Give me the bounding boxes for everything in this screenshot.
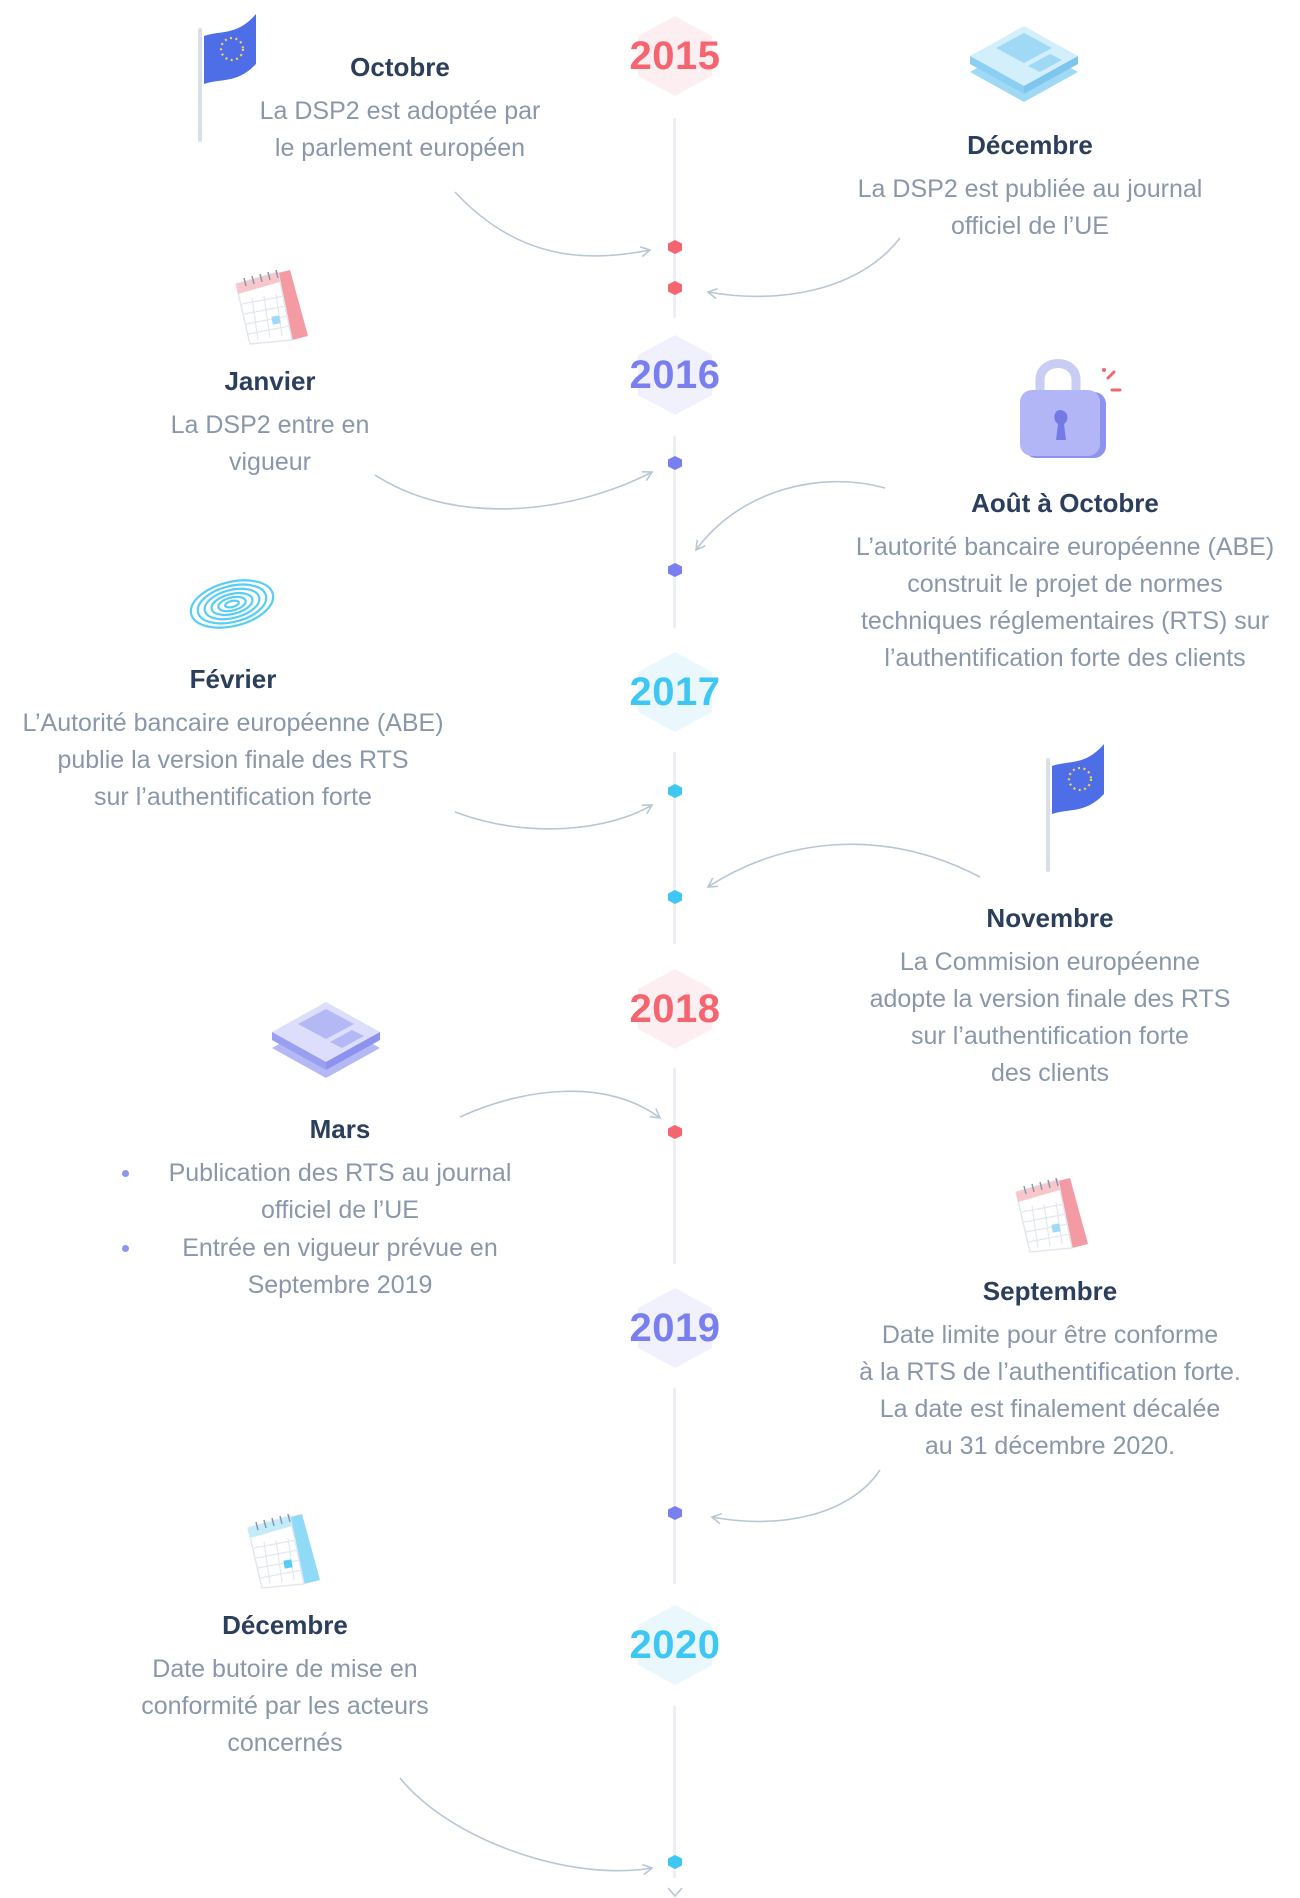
calendar-icon — [1015, 1177, 1088, 1253]
event-description: La DSP2 est publiée au journal officiel … — [857, 175, 1203, 240]
arrow-octobre-2015 — [454, 191, 652, 258]
event-month: Mars — [309, 1114, 371, 1144]
event-novembre-2017: Novembre La Commision européenne adopte … — [840, 903, 1260, 1092]
event-description: La DSP2 est adoptée par le parlement eur… — [259, 97, 541, 162]
arrow-decembre-2015 — [706, 237, 901, 300]
arrow-decembre-2020 — [399, 1777, 654, 1876]
year-label: 2019 — [629, 1306, 721, 1350]
event-month: Novembre — [986, 903, 1114, 933]
year-badge-2018: 2018 — [605, 967, 745, 1051]
list-item: Entrée en vigueur prévue en Septembre 20… — [122, 1230, 530, 1304]
list-item: Publication des RTS au journal officiel … — [122, 1155, 530, 1229]
event-month: Février — [189, 664, 277, 694]
year-label: 2015 — [629, 34, 721, 78]
event-octobre-2015: Octobre La DSP2 est adoptée par le parle… — [200, 52, 600, 167]
timeline-dot — [668, 784, 682, 798]
year-label: 2020 — [629, 1623, 721, 1667]
year-label: 2017 — [629, 670, 721, 714]
arrow-septembre-2019 — [710, 1469, 881, 1525]
timeline-dot — [668, 890, 682, 904]
event-mars-2018: Mars Publication des RTS au journal offi… — [122, 1114, 530, 1305]
year-label: 2018 — [629, 987, 721, 1031]
timeline-line — [673, 1388, 676, 1584]
event-description: Date limite pour être conforme à la RTS … — [859, 1321, 1241, 1460]
timeline-line — [673, 1068, 676, 1264]
calendar-icon — [235, 269, 308, 345]
event-fevrier-2017: Février L’Autorité bancaire européenne (… — [0, 664, 466, 816]
event-month: Octobre — [350, 52, 450, 82]
timeline-dot — [668, 563, 682, 577]
timeline-dot — [668, 281, 682, 295]
timeline-dot — [668, 240, 682, 254]
year-badge-2019: 2019 — [605, 1286, 745, 1370]
timeline-dot — [668, 1506, 682, 1520]
year-badge-hexagon — [638, 1288, 712, 1368]
event-aout-octobre-2016: Août à Octobre L’autorité bancaire europ… — [830, 488, 1300, 677]
event-month: Août à Octobre — [971, 488, 1159, 518]
arrow-novembre-2017 — [706, 843, 981, 888]
timeline-dot — [668, 456, 682, 470]
event-decembre-2020: Décembre Date butoire de mise en conform… — [120, 1610, 450, 1762]
year-badge-hexagon — [638, 1605, 712, 1685]
timeline-line — [673, 118, 676, 318]
eu-flag-icon — [1046, 744, 1104, 872]
event-description: L’autorité bancaire européenne (ABE) con… — [855, 533, 1275, 672]
year-badge-2020: 2020 — [605, 1603, 745, 1687]
event-description: Date butoire de mise en conformité par l… — [141, 1655, 429, 1757]
padlock-icon — [1020, 359, 1122, 458]
event-description: La Commision européenne adopte la versio… — [869, 948, 1231, 1087]
arrow-fevrier-2017 — [454, 804, 654, 830]
year-label: 2016 — [629, 353, 721, 397]
newspaper-icon — [970, 26, 1078, 102]
year-badge-2016: 2016 — [605, 333, 745, 417]
timeline-line — [673, 436, 676, 628]
event-bullet-list: Publication des RTS au journal officiel … — [122, 1155, 530, 1304]
timeline-end-chevron — [667, 1887, 683, 1898]
timeline-dot — [668, 1125, 682, 1139]
fingerprint-icon — [189, 579, 275, 629]
newspaper-icon — [272, 1002, 380, 1078]
timeline-dot — [668, 1855, 682, 1869]
timeline-line — [673, 1706, 676, 1878]
event-description: La DSP2 entre en vigueur — [170, 411, 370, 476]
timeline-line — [673, 752, 676, 944]
event-month: Décembre — [967, 130, 1093, 160]
event-month: Janvier — [224, 366, 316, 396]
year-badge-2015: 2015 — [605, 14, 745, 98]
event-janvier-2016: Janvier La DSP2 entre en vigueur — [120, 366, 420, 481]
calendar-icon — [247, 1513, 320, 1589]
event-septembre-2019: Septembre Date limite pour être conforme… — [830, 1276, 1270, 1465]
event-month: Décembre — [222, 1610, 348, 1640]
event-month: Septembre — [982, 1276, 1118, 1306]
year-badge-2017: 2017 — [605, 650, 745, 734]
eu-flag-icon — [198, 14, 256, 142]
event-description: L’Autorité bancaire européenne (ABE) pub… — [22, 709, 444, 811]
event-decembre-2015: Décembre La DSP2 est publiée au journal … — [810, 130, 1250, 245]
